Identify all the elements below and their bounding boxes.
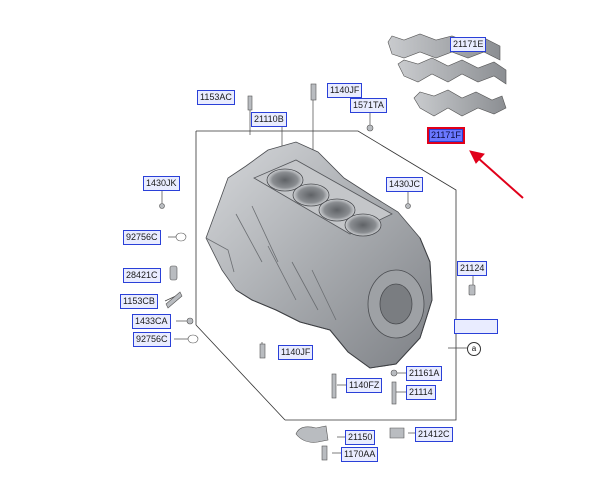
part-label-1170AA[interactable]: 1170AA <box>341 447 379 462</box>
part-label-92756C-1[interactable]: 92756C <box>123 230 161 245</box>
part-label-1433CA[interactable]: 1433CA <box>132 314 171 329</box>
bearing-upper-set <box>387 33 507 117</box>
cylinder-block <box>205 141 433 369</box>
part-label-1430JC[interactable]: 1430JC <box>386 177 424 192</box>
part-label-1140JF-top[interactable]: 1140JF <box>327 83 363 98</box>
part-label-empty[interactable] <box>454 319 498 334</box>
part-label-21114[interactable]: 21114 <box>406 385 436 400</box>
assembly-frame-line <box>196 130 457 421</box>
part-label-21150[interactable]: 21150 <box>345 430 376 445</box>
part-label-28421C[interactable]: 28421C <box>123 268 161 283</box>
part-label-21110B[interactable]: 21110B <box>251 112 287 127</box>
part-label-1140FZ[interactable]: 1140FZ <box>346 378 383 393</box>
small-parts <box>159 83 476 461</box>
part-label-21161A[interactable]: 21161A <box>406 366 443 381</box>
part-label-21171F[interactable]: 21171F <box>427 127 465 144</box>
part-label-1140JF-bottom[interactable]: 1140JF <box>278 345 314 360</box>
part-label-1571TA[interactable]: 1571TA <box>350 98 387 113</box>
part-label-21124[interactable]: 21124 <box>457 261 488 276</box>
assembly-frame-bottom <box>195 324 286 421</box>
part-label-1153CB[interactable]: 1153CB <box>120 294 158 309</box>
part-label-92756C-2[interactable]: 92756C <box>133 332 171 347</box>
part-label-21412C[interactable]: 21412C <box>415 427 453 442</box>
part-label-21171E[interactable]: 21171E <box>450 37 487 52</box>
callout-a[interactable]: a <box>467 342 481 356</box>
part-label-1153AC[interactable]: 1153AC <box>197 90 235 105</box>
part-label-1430JK[interactable]: 1430JK <box>143 176 180 191</box>
highlight-arrow <box>469 150 524 199</box>
